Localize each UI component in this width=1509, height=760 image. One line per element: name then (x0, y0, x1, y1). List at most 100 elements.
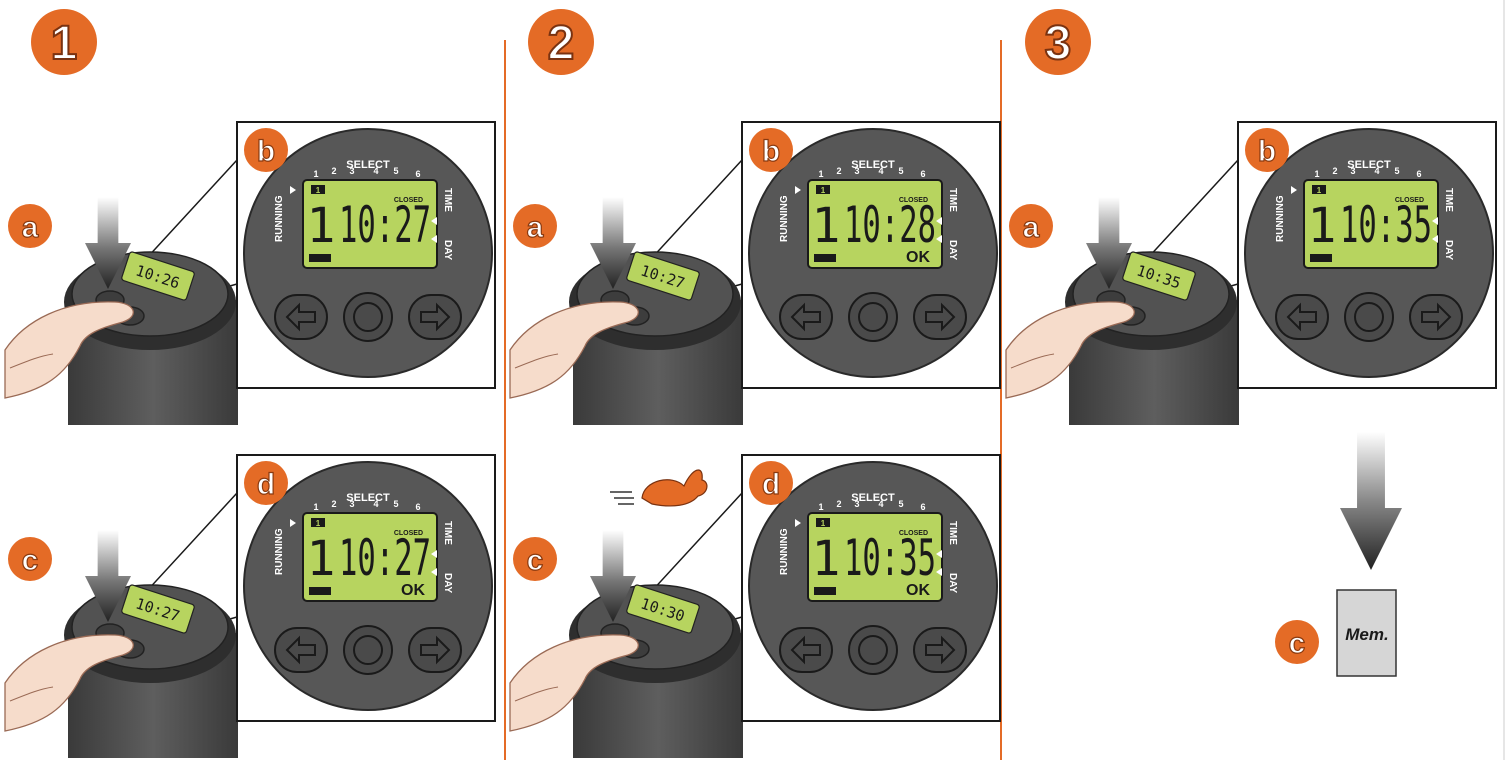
battery-icon (309, 254, 331, 262)
day-label: DAY (442, 573, 453, 594)
lcd-program-digit: 1 (307, 531, 336, 587)
channel-number: 5 (1394, 166, 1399, 176)
channel-number: 2 (836, 166, 841, 176)
zoom-step-label: d (762, 468, 780, 501)
channel-number: 6 (920, 169, 925, 179)
channel-number: 4 (1374, 166, 1379, 176)
left-button (275, 295, 327, 339)
memory-step-label: c (1289, 627, 1306, 660)
channel-number: 5 (898, 499, 903, 509)
running-label: RUNNING (274, 528, 285, 575)
right-button (409, 628, 461, 672)
device-step-label: a (527, 211, 544, 244)
device-step-label: a (22, 211, 39, 244)
zoom-step-label: b (762, 135, 780, 168)
left-button (275, 628, 327, 672)
day-label: DAY (442, 240, 453, 261)
channel-number: 3 (349, 166, 354, 176)
channel-number: 1 (818, 502, 823, 512)
channel-number: 1 (313, 169, 318, 179)
day-label: DAY (947, 573, 958, 594)
program-badge: 1 (821, 519, 826, 528)
time-label: TIME (442, 188, 453, 212)
lcd-time: 10:27 (339, 529, 431, 587)
center-button (344, 293, 392, 341)
day-label: DAY (1443, 240, 1454, 261)
channel-number: 3 (349, 499, 354, 509)
time-label: TIME (1443, 188, 1454, 212)
program-badge: 1 (1317, 186, 1322, 195)
channel-number: 3 (1350, 166, 1355, 176)
running-label: RUNNING (1275, 195, 1286, 242)
time-label: TIME (442, 521, 453, 545)
channel-number: 6 (415, 502, 420, 512)
center-button (344, 626, 392, 674)
zoom-step-label: b (1258, 135, 1276, 168)
running-label: RUNNING (779, 195, 790, 242)
memory-card-text: Mem. (1345, 625, 1388, 644)
program-badge: 1 (316, 186, 321, 195)
day-label: DAY (947, 240, 958, 261)
channel-number: 6 (1416, 169, 1421, 179)
zoom-step-label: d (257, 468, 275, 501)
running-rabbit-icon (642, 470, 707, 506)
left-button (780, 628, 832, 672)
channel-number: 4 (878, 166, 883, 176)
left-button (1276, 295, 1328, 339)
step-number: 2 (548, 17, 575, 70)
step-number: 3 (1045, 17, 1072, 70)
program-badge: 1 (821, 186, 826, 195)
ok-label: OK (401, 582, 425, 599)
center-button (849, 626, 897, 674)
running-label: RUNNING (274, 195, 285, 242)
channel-number: 5 (898, 166, 903, 176)
channel-number: 1 (313, 502, 318, 512)
lcd-time: 10:35 (1340, 196, 1432, 254)
channel-number: 2 (331, 166, 336, 176)
left-button (780, 295, 832, 339)
center-button (1345, 293, 1393, 341)
channel-number: 3 (854, 499, 859, 509)
channel-number: 3 (854, 166, 859, 176)
lcd-time: 10:27 (339, 196, 431, 254)
right-button (914, 628, 966, 672)
center-button (849, 293, 897, 341)
device-step-label: a (1023, 211, 1040, 244)
step-number: 1 (51, 17, 78, 70)
battery-icon (814, 254, 836, 262)
channel-number: 2 (331, 499, 336, 509)
lcd-program-digit: 1 (1308, 198, 1337, 254)
program-badge: 1 (316, 519, 321, 528)
channel-number: 6 (415, 169, 420, 179)
channel-number: 6 (920, 502, 925, 512)
channel-number: 2 (1332, 166, 1337, 176)
time-label: TIME (947, 188, 958, 212)
channel-number: 1 (818, 169, 823, 179)
channel-number: 5 (393, 166, 398, 176)
ok-label: OK (906, 582, 930, 599)
right-button (914, 295, 966, 339)
channel-number: 4 (878, 499, 883, 509)
save-arrow-icon (1340, 432, 1402, 570)
lcd-program-digit: 1 (307, 198, 336, 254)
channel-number: 2 (836, 499, 841, 509)
right-button (1410, 295, 1462, 339)
channel-number: 4 (373, 499, 378, 509)
speed-lines-icon (610, 492, 634, 504)
right-button (409, 295, 461, 339)
channel-number: 1 (1314, 169, 1319, 179)
time-label: TIME (947, 521, 958, 545)
battery-icon (309, 587, 331, 595)
ok-label: OK (906, 249, 930, 266)
battery-icon (1310, 254, 1332, 262)
channel-number: 4 (373, 166, 378, 176)
lcd-time: 10:28 (844, 196, 936, 254)
lcd-program-digit: 1 (812, 531, 841, 587)
battery-icon (814, 587, 836, 595)
zoom-step-label: b (257, 135, 275, 168)
device-step-label: c (527, 544, 544, 577)
running-label: RUNNING (779, 528, 790, 575)
device-step-label: c (22, 544, 39, 577)
